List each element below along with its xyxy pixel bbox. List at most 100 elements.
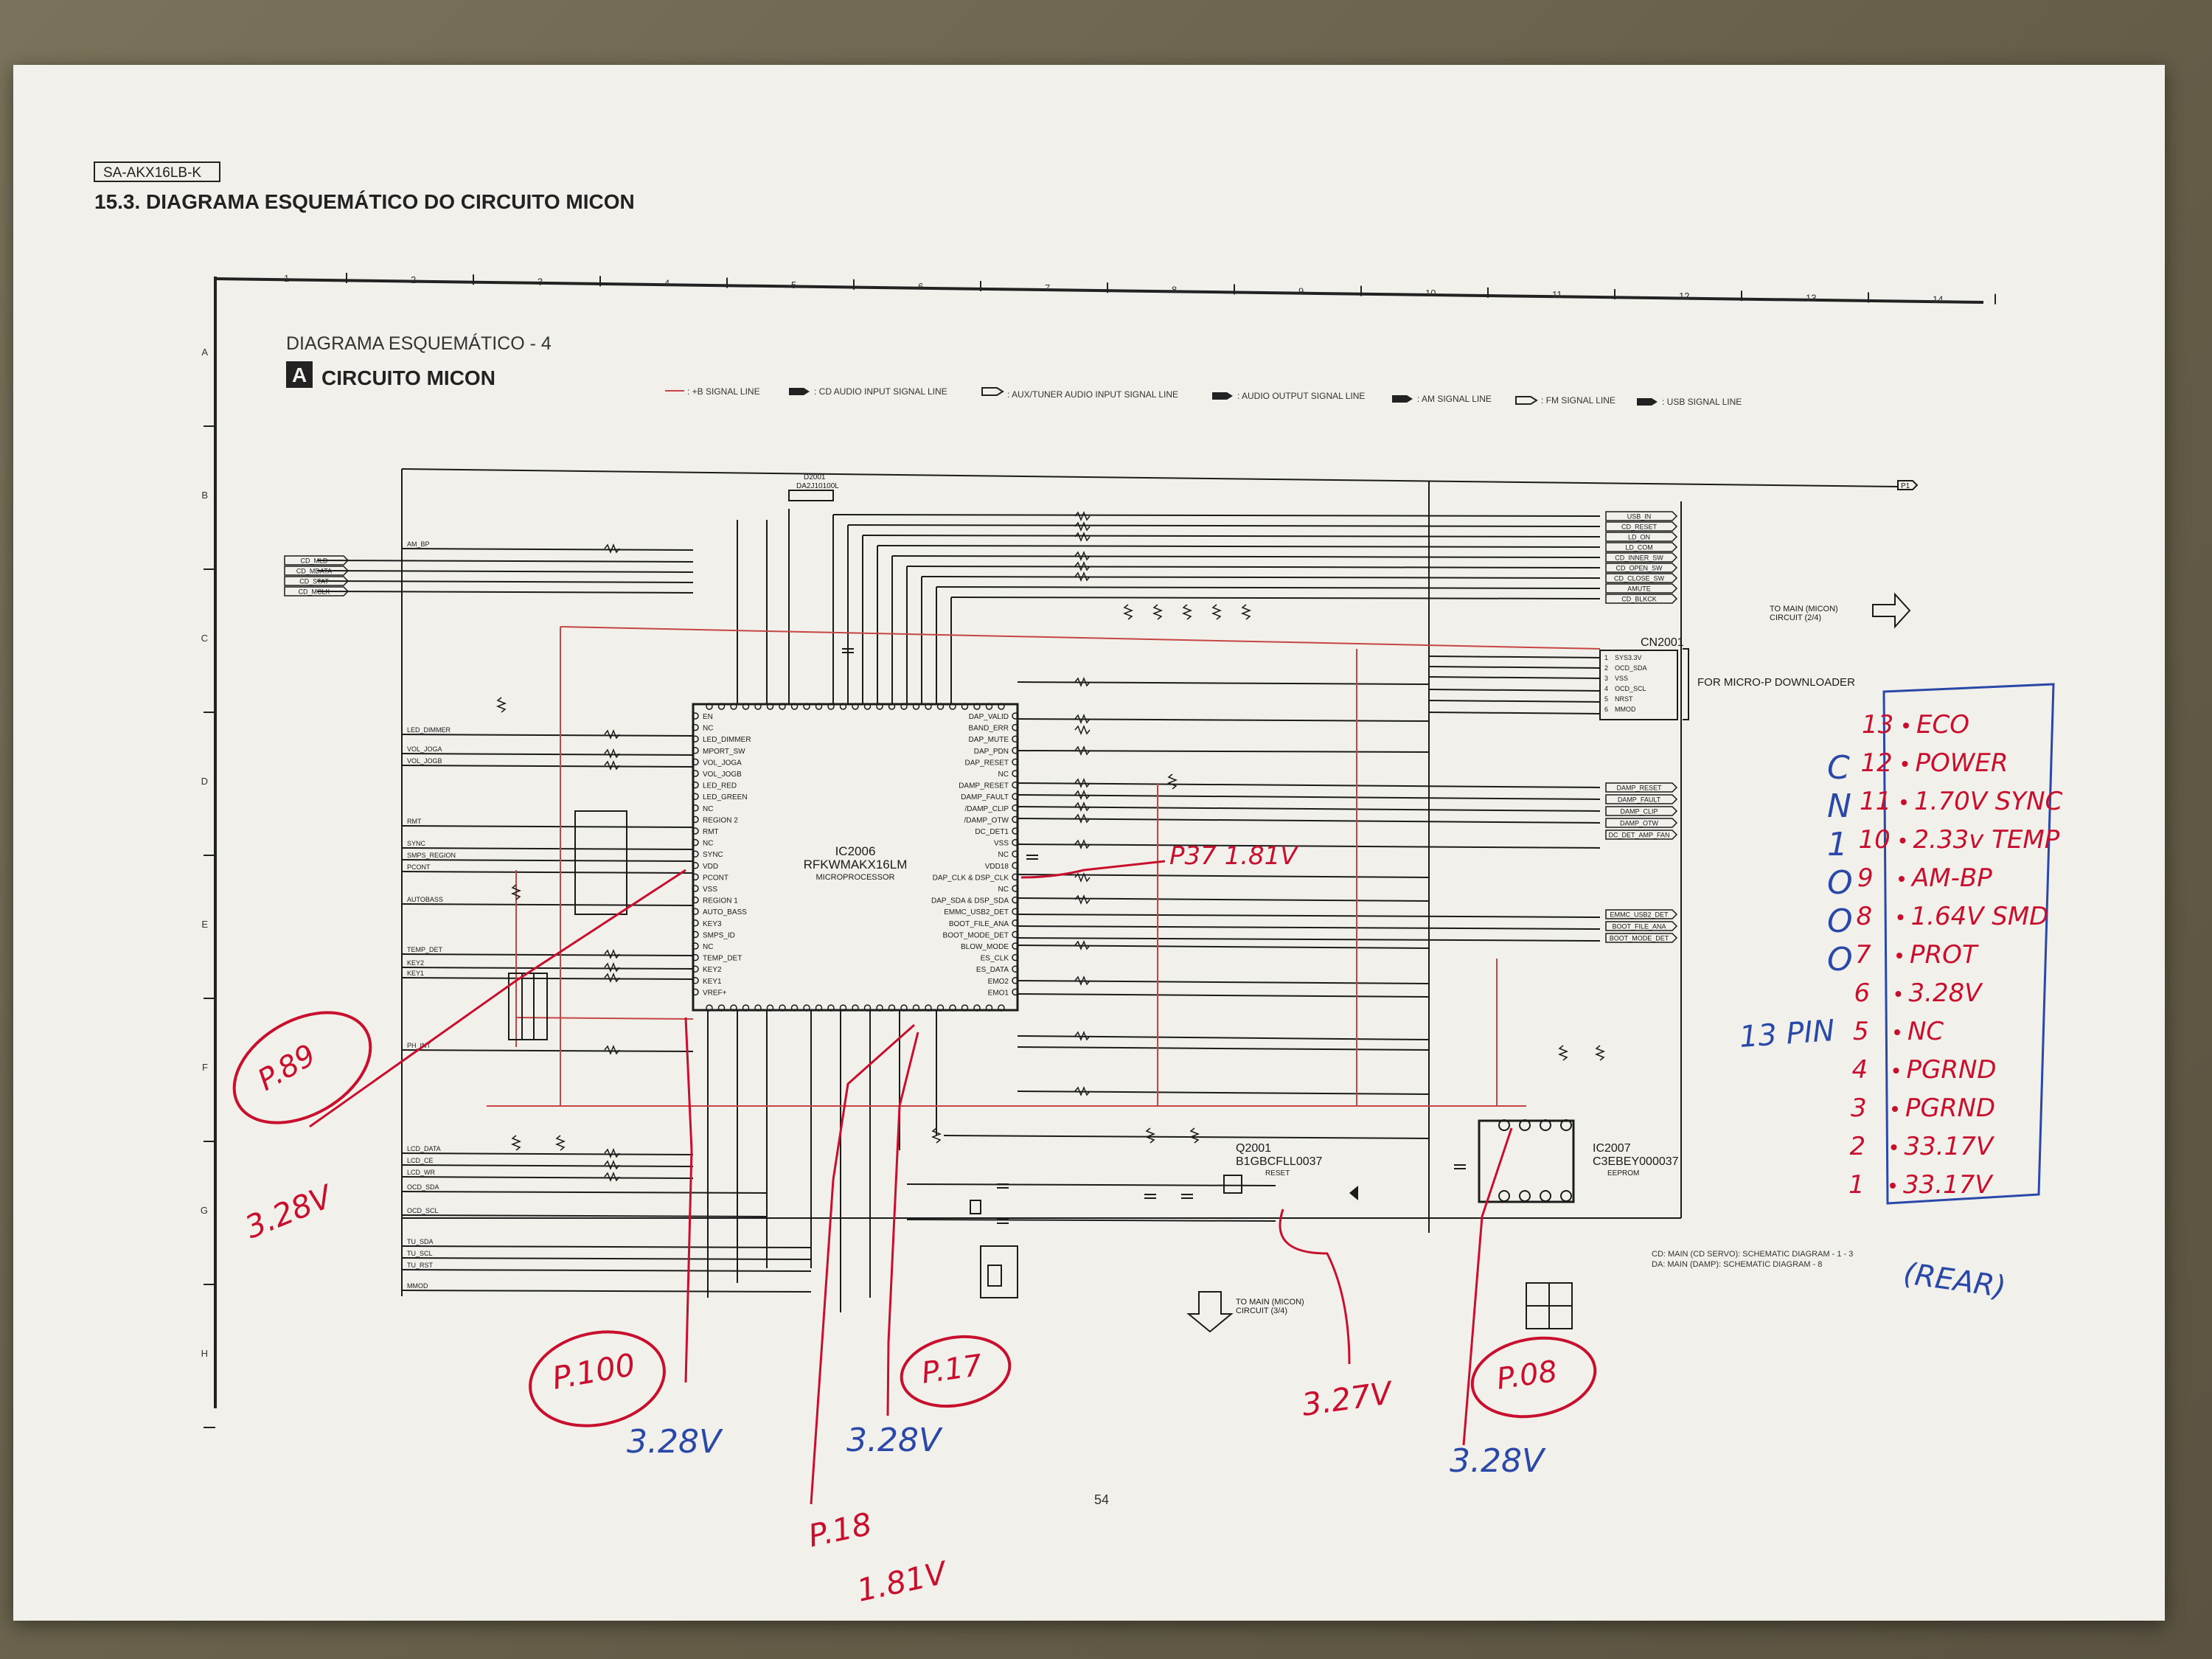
d2001-ref: D2001	[804, 473, 826, 481]
grid-col-label: 9	[1298, 286, 1304, 297]
ic-pin	[1012, 942, 1019, 950]
ic-pin	[1012, 850, 1019, 858]
resistor	[1074, 550, 1091, 562]
pin-table-dot	[1899, 876, 1905, 882]
ic-right-pin-label: /DAMP_OTW	[964, 816, 1009, 824]
connector-pin-label: CD_CLOSE_SW	[1614, 575, 1665, 582]
ic-right-pin-label: BOOT_MODE_DET	[943, 931, 1009, 939]
legend-label-fm: : FM SIGNAL LINE	[1541, 395, 1615, 406]
pin-table-number: 2	[1850, 1132, 1866, 1161]
to-main-arrow-bottom: TO MAIN (MICON) CIRCUIT (3/4)	[1186, 1291, 1304, 1333]
ic-right-pin-label: VDD18	[985, 863, 1009, 871]
connector-pin-label: DAMP_OTW	[1620, 820, 1659, 827]
ic-pin	[692, 735, 699, 742]
cn2001-pin-label: MMOD	[1615, 706, 1636, 713]
pin-table-dot	[1897, 914, 1904, 920]
connector-pin	[1605, 909, 1678, 919]
p89-label: P.89	[252, 1038, 321, 1098]
ic-pin	[692, 712, 699, 720]
resistor	[1074, 713, 1091, 725]
pin-table-number: 11	[1860, 787, 1891, 816]
cn2001-note: FOR MICRO-P DOWNLOADER	[1697, 676, 1855, 689]
grid-col-label: 10	[1425, 288, 1436, 299]
connector-pin-label: USB_IN	[1627, 513, 1652, 521]
ic-pin	[692, 827, 699, 835]
ic-left-pin-label: VREF+	[703, 989, 727, 997]
ic-pin	[961, 703, 969, 710]
ic-pin	[949, 1004, 956, 1012]
resistor	[1074, 531, 1091, 543]
ic-pin	[888, 703, 896, 710]
connector-pin	[1605, 573, 1678, 583]
eeprom-pins	[1498, 1119, 1572, 1202]
connector-pin	[1605, 521, 1678, 532]
grid-row-label: E	[201, 919, 208, 930]
grid-row-label: A	[201, 347, 208, 358]
ic-left-pin-label: KEY3	[703, 920, 722, 928]
eeprom-ref: IC2007	[1593, 1142, 1631, 1155]
connector-pin-label: CD_MLD	[300, 557, 328, 565]
resistor	[604, 1147, 620, 1159]
ic-pin	[1012, 747, 1019, 754]
resistor	[604, 1159, 620, 1171]
connector-pin-label: BOOT_FILE_ANA	[1612, 923, 1666, 931]
ic-pin	[754, 1004, 762, 1012]
resistor	[1152, 604, 1164, 620]
footnote-1: CD: MAIN (CD SERVO): SCHEMATIC DIAGRAM -…	[1652, 1250, 1853, 1259]
pin-table-dot	[1892, 1106, 1898, 1112]
legend-swatch-usb	[1637, 398, 1658, 406]
legend-swatch-fm	[1515, 396, 1538, 405]
pin-table-label: NC	[1907, 1017, 1944, 1046]
connector-pin-label: LD_ON	[1628, 534, 1650, 541]
resistor	[1189, 1127, 1200, 1144]
ic-pin	[692, 804, 699, 812]
side-letter: O	[1827, 941, 1853, 978]
pin-table-label: 2.33v TEMP	[1913, 825, 2060, 855]
note-p17: P.17 3.28V	[846, 1032, 1012, 1459]
resistor	[1074, 510, 1091, 522]
note-p08: P.08 3.28V	[1450, 1127, 1597, 1480]
eeprom-pin	[1498, 1119, 1510, 1131]
legend-label-cd: : CD AUDIO INPUT SIGNAL LINE	[814, 386, 947, 397]
resistor	[554, 1135, 566, 1151]
left-net-label: LED_DIMMER	[407, 726, 451, 734]
ic-pin	[1012, 827, 1019, 835]
grid-col-label: 13	[1806, 292, 1816, 303]
legend-swatch-aux	[981, 387, 1004, 396]
ic-right-pin-label: BLOW_MODE	[961, 943, 1009, 951]
connector-pin-label: CD_BLKCK	[1621, 596, 1657, 603]
ic-right-pin-label: VSS	[994, 840, 1009, 848]
ic-pin	[1012, 838, 1019, 846]
left-net-label: PH_INT	[407, 1042, 431, 1049]
ic-left-pin-label: KEY1	[703, 978, 722, 986]
ic-pin	[692, 931, 699, 939]
ic-right-pin-label: /DAMP_CLIP	[965, 805, 1009, 813]
ic-left-pin-label: NC	[703, 943, 713, 951]
ic-pin	[876, 1004, 883, 1012]
p89-voltage: 3.28V	[240, 1178, 339, 1245]
passive-components	[495, 510, 1606, 1224]
ic-right-pin-label: DAMP_FAULT	[961, 793, 1009, 801]
p1-connector: P1	[1897, 480, 1919, 490]
connector-pin	[1605, 594, 1678, 604]
eeprom-pin	[1519, 1190, 1531, 1202]
ic-pin	[1012, 965, 1019, 973]
ic-right-pin-label: BOOT_FILE_ANA	[949, 920, 1009, 928]
ic-pin	[1012, 781, 1019, 789]
page-number: 54	[1094, 1492, 1109, 1507]
ic-left-pin-label: RMT	[703, 828, 719, 836]
ic-pin	[863, 703, 872, 710]
grid-row-label: D	[201, 776, 208, 787]
cn2001-pin-number: 1	[1604, 654, 1608, 661]
connector-pin-label: CD_MCLK	[298, 588, 330, 596]
connector-pin	[1605, 818, 1678, 828]
ic-pin	[839, 703, 847, 710]
ic-right-pin-labels: DAP_VALIDBAND_ERRDAP_MUTEDAP_PDNDAP_RESE…	[931, 712, 1019, 997]
pin-table-number: 3	[1851, 1093, 1867, 1123]
ic-pin	[692, 781, 699, 789]
resistor	[1144, 1127, 1156, 1144]
ic-pin	[973, 1004, 981, 1012]
